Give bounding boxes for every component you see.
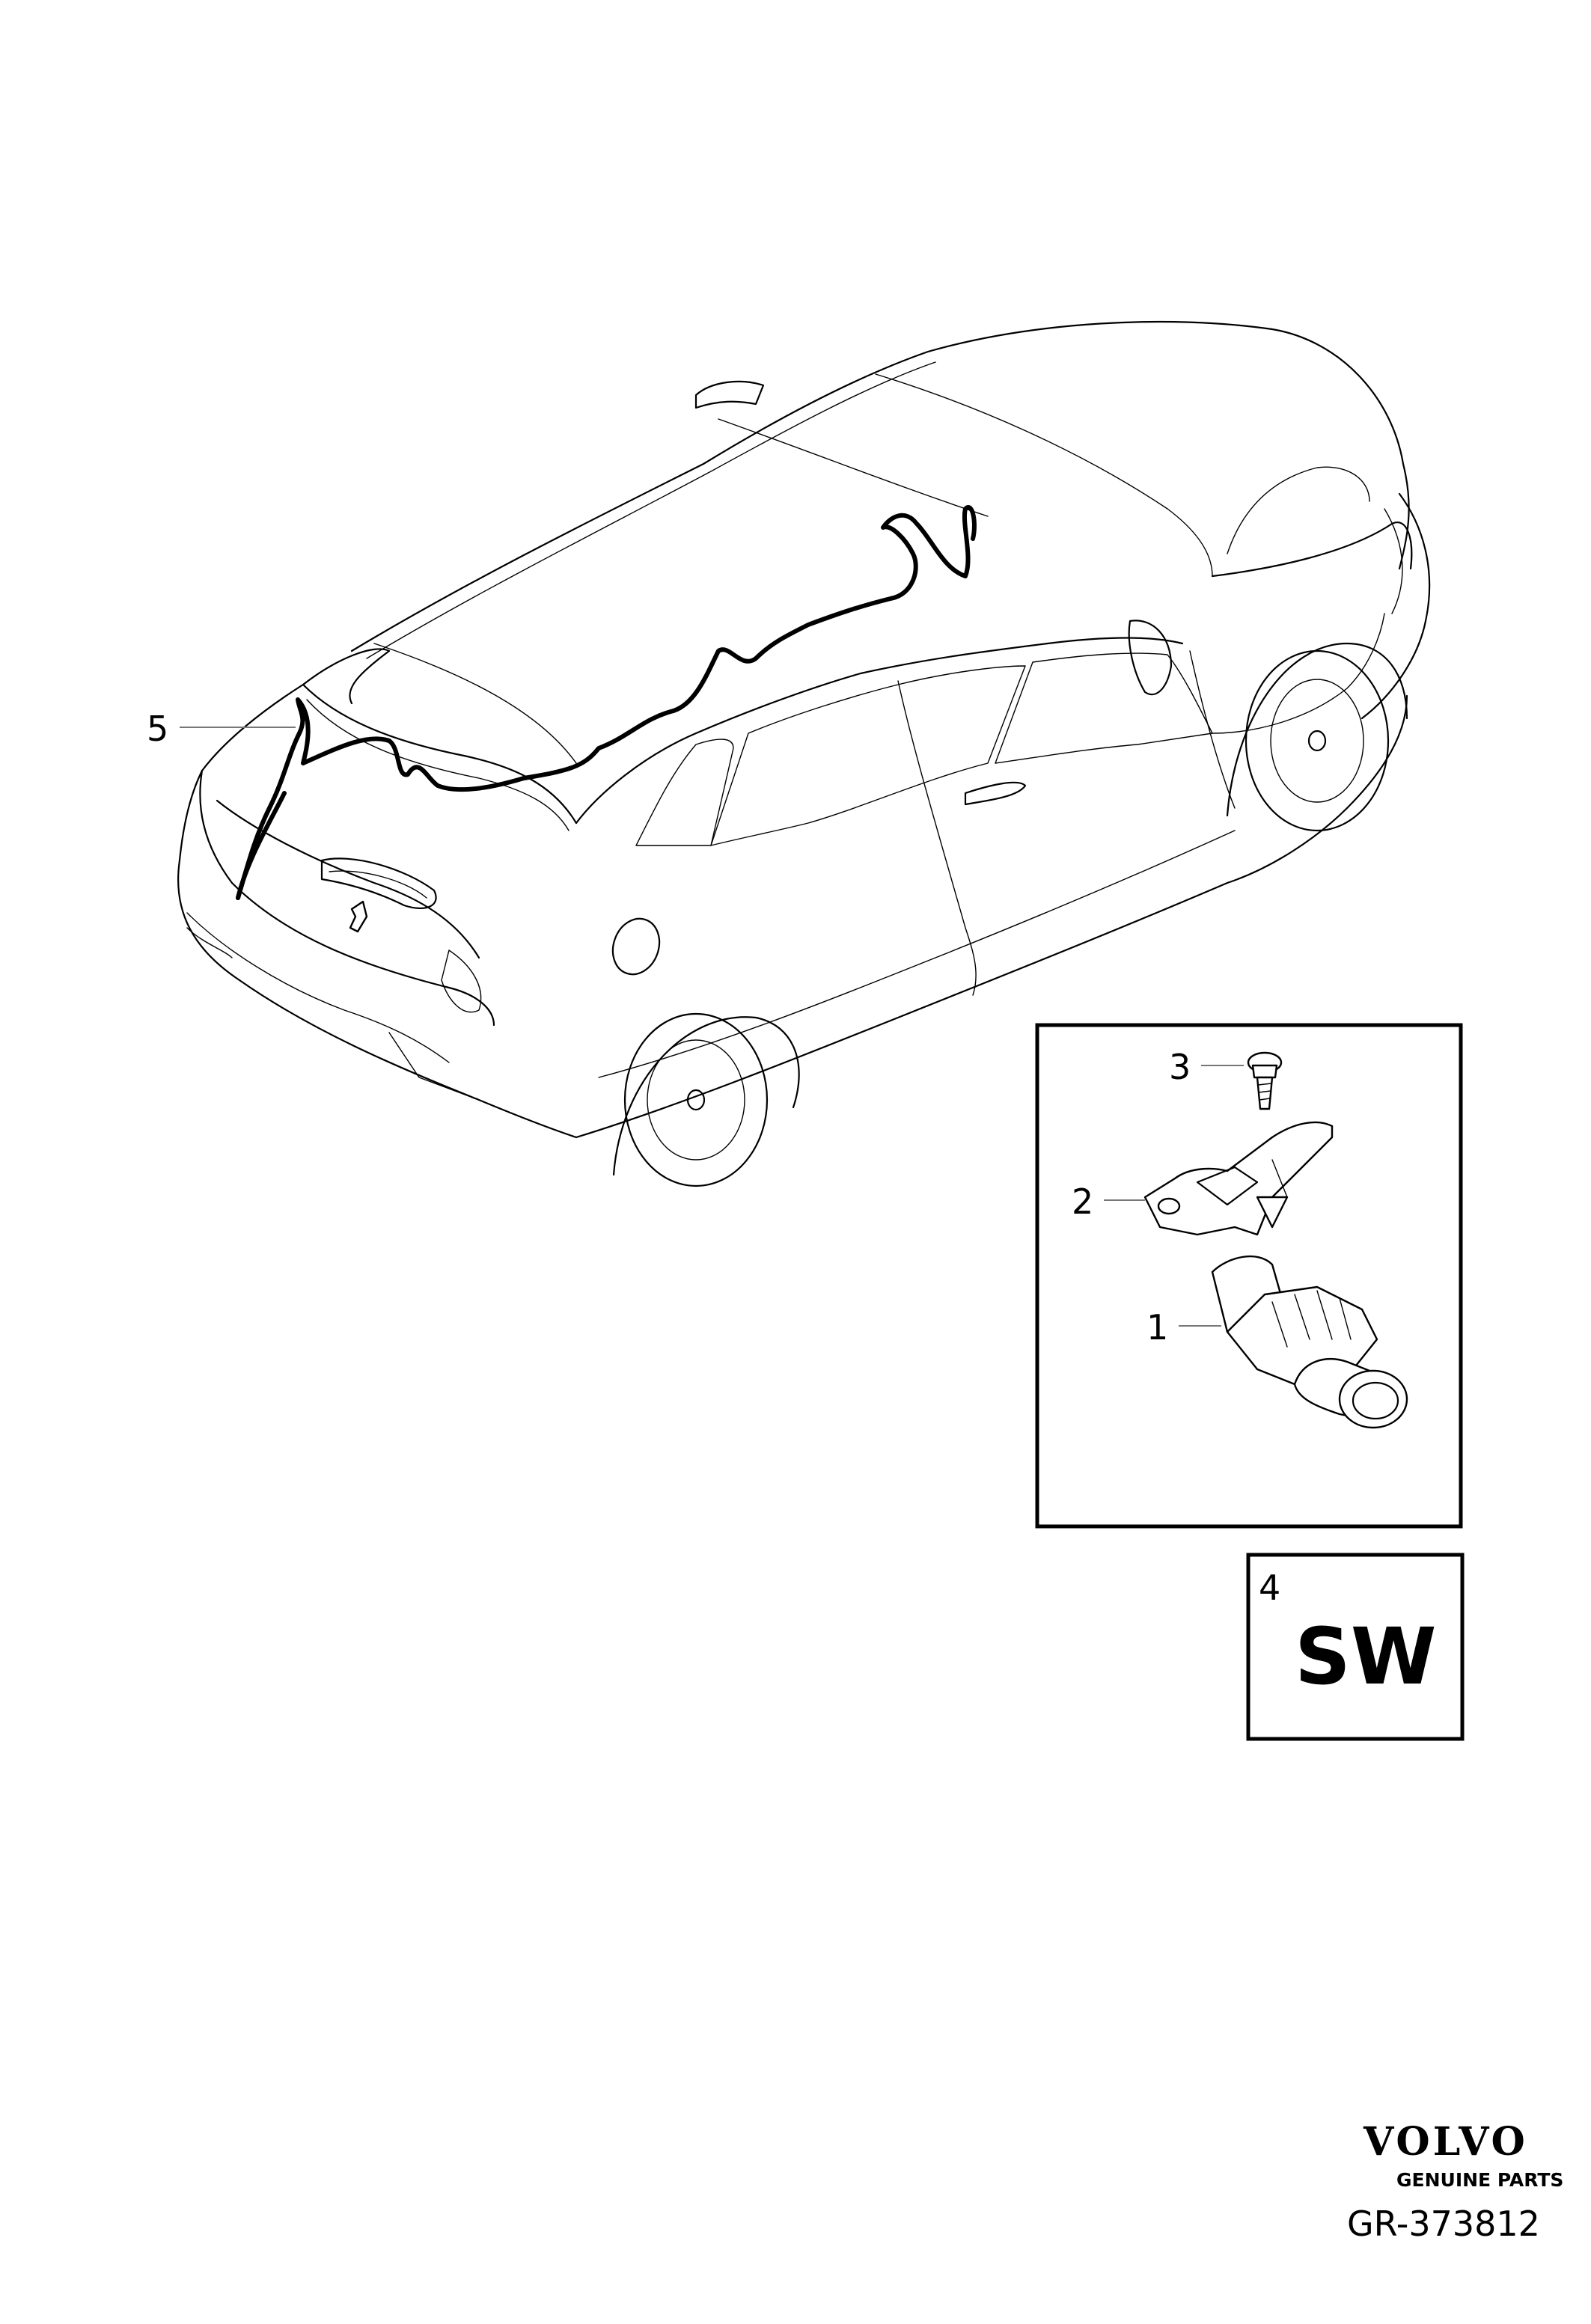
brand-subtitle: GENUINE PARTS [1396,2169,1563,2191]
callout-2: 2 [1072,1181,1093,1222]
software-box [1246,1553,1465,1741]
brand-logo: VOLVO [1363,2119,1528,2165]
wiring-harness-icon [236,505,977,900]
bracket-icon [1143,1121,1334,1236]
callout-4: 4 [1259,1568,1280,1608]
camera-kit-box [1035,1023,1463,1529]
software-label: SW [1295,1611,1437,1702]
screw-icon [1247,1051,1283,1110]
callout-1: 1 [1146,1307,1168,1348]
callout-5: 5 [147,709,168,749]
callout-3: 3 [1169,1047,1191,1087]
camera-icon [1211,1255,1408,1429]
car-outline-icon [177,320,1431,1187]
diagram-reference: GR-373812 [1347,2204,1540,2244]
